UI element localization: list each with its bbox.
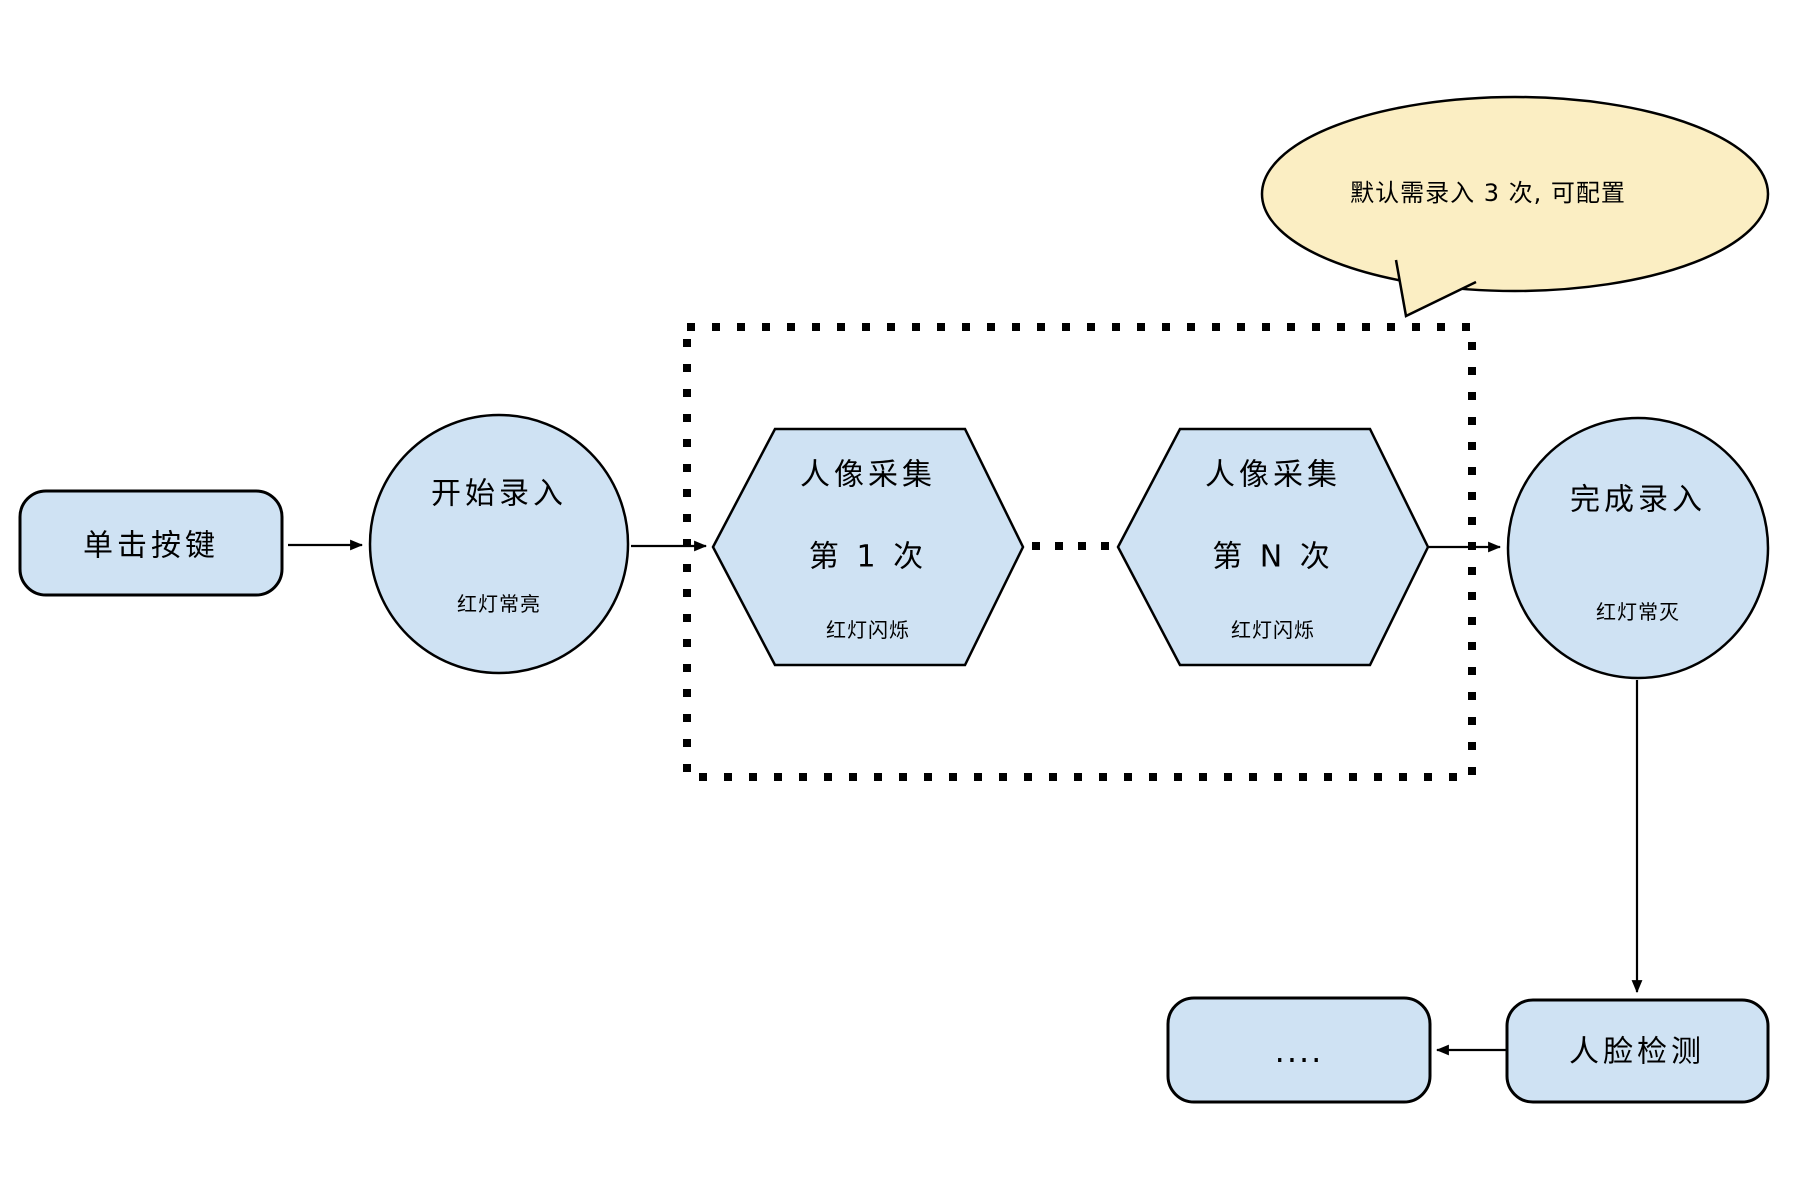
callout-text: 默认需录入 3 次, 可配置	[1350, 179, 1626, 207]
ellipsis-dot	[1032, 542, 1040, 550]
ellipsis-dot	[1101, 542, 1109, 550]
finish-entry-status: 红灯常灭	[1596, 600, 1680, 624]
ellipsis-dots	[1032, 542, 1109, 550]
face-detection-shape	[1505, 998, 1770, 1104]
click-button-shape	[18, 489, 284, 597]
continuation-shape	[1166, 996, 1432, 1104]
capture-nth-title: 人像采集	[1205, 458, 1341, 493]
node-start-entry: 开始录入 红灯常亮	[368, 413, 630, 675]
start-entry-shape	[368, 413, 630, 675]
start-entry-label: 开始录入	[431, 477, 567, 512]
node-click-button: 单击按键	[18, 489, 284, 597]
node-continuation: ....	[1166, 996, 1432, 1104]
start-entry-status: 红灯常亮	[457, 592, 541, 616]
capture-first-title: 人像采集	[800, 458, 936, 493]
ellipsis-dot	[1055, 542, 1063, 550]
capture-first-round: 第 1 次	[809, 540, 927, 575]
node-finish-entry: 完成录入 红灯常灭	[1506, 416, 1770, 680]
connectors	[288, 539, 1643, 1056]
continuation-label: ....	[1275, 1032, 1324, 1070]
callout-bubble-body	[1260, 95, 1770, 293]
node-face-detection: 人脸检测	[1505, 998, 1770, 1104]
finish-entry-label: 完成录入	[1570, 483, 1706, 518]
ellipsis-dot	[1078, 542, 1086, 550]
callout-bubble-tail	[1394, 259, 1477, 318]
capture-first-shape	[711, 427, 1025, 667]
capture-nth-status: 红灯闪烁	[1231, 618, 1315, 642]
callout-bubble: 默认需录入 3 次, 可配置	[1260, 95, 1770, 318]
capture-nth-shape	[1116, 427, 1430, 667]
capture-first-status: 红灯闪烁	[826, 618, 910, 642]
node-capture-first: 人像采集 第 1 次 红灯闪烁	[711, 427, 1025, 667]
node-capture-nth: 人像采集 第 N 次 红灯闪烁	[1116, 427, 1430, 667]
face-detection-label: 人脸检测	[1569, 1035, 1705, 1070]
capture-loop-dotted-border	[683, 323, 1476, 781]
finish-entry-shape	[1506, 416, 1770, 680]
click-button-label: 单击按键	[83, 529, 219, 564]
capture-nth-round: 第 N 次	[1212, 540, 1334, 575]
